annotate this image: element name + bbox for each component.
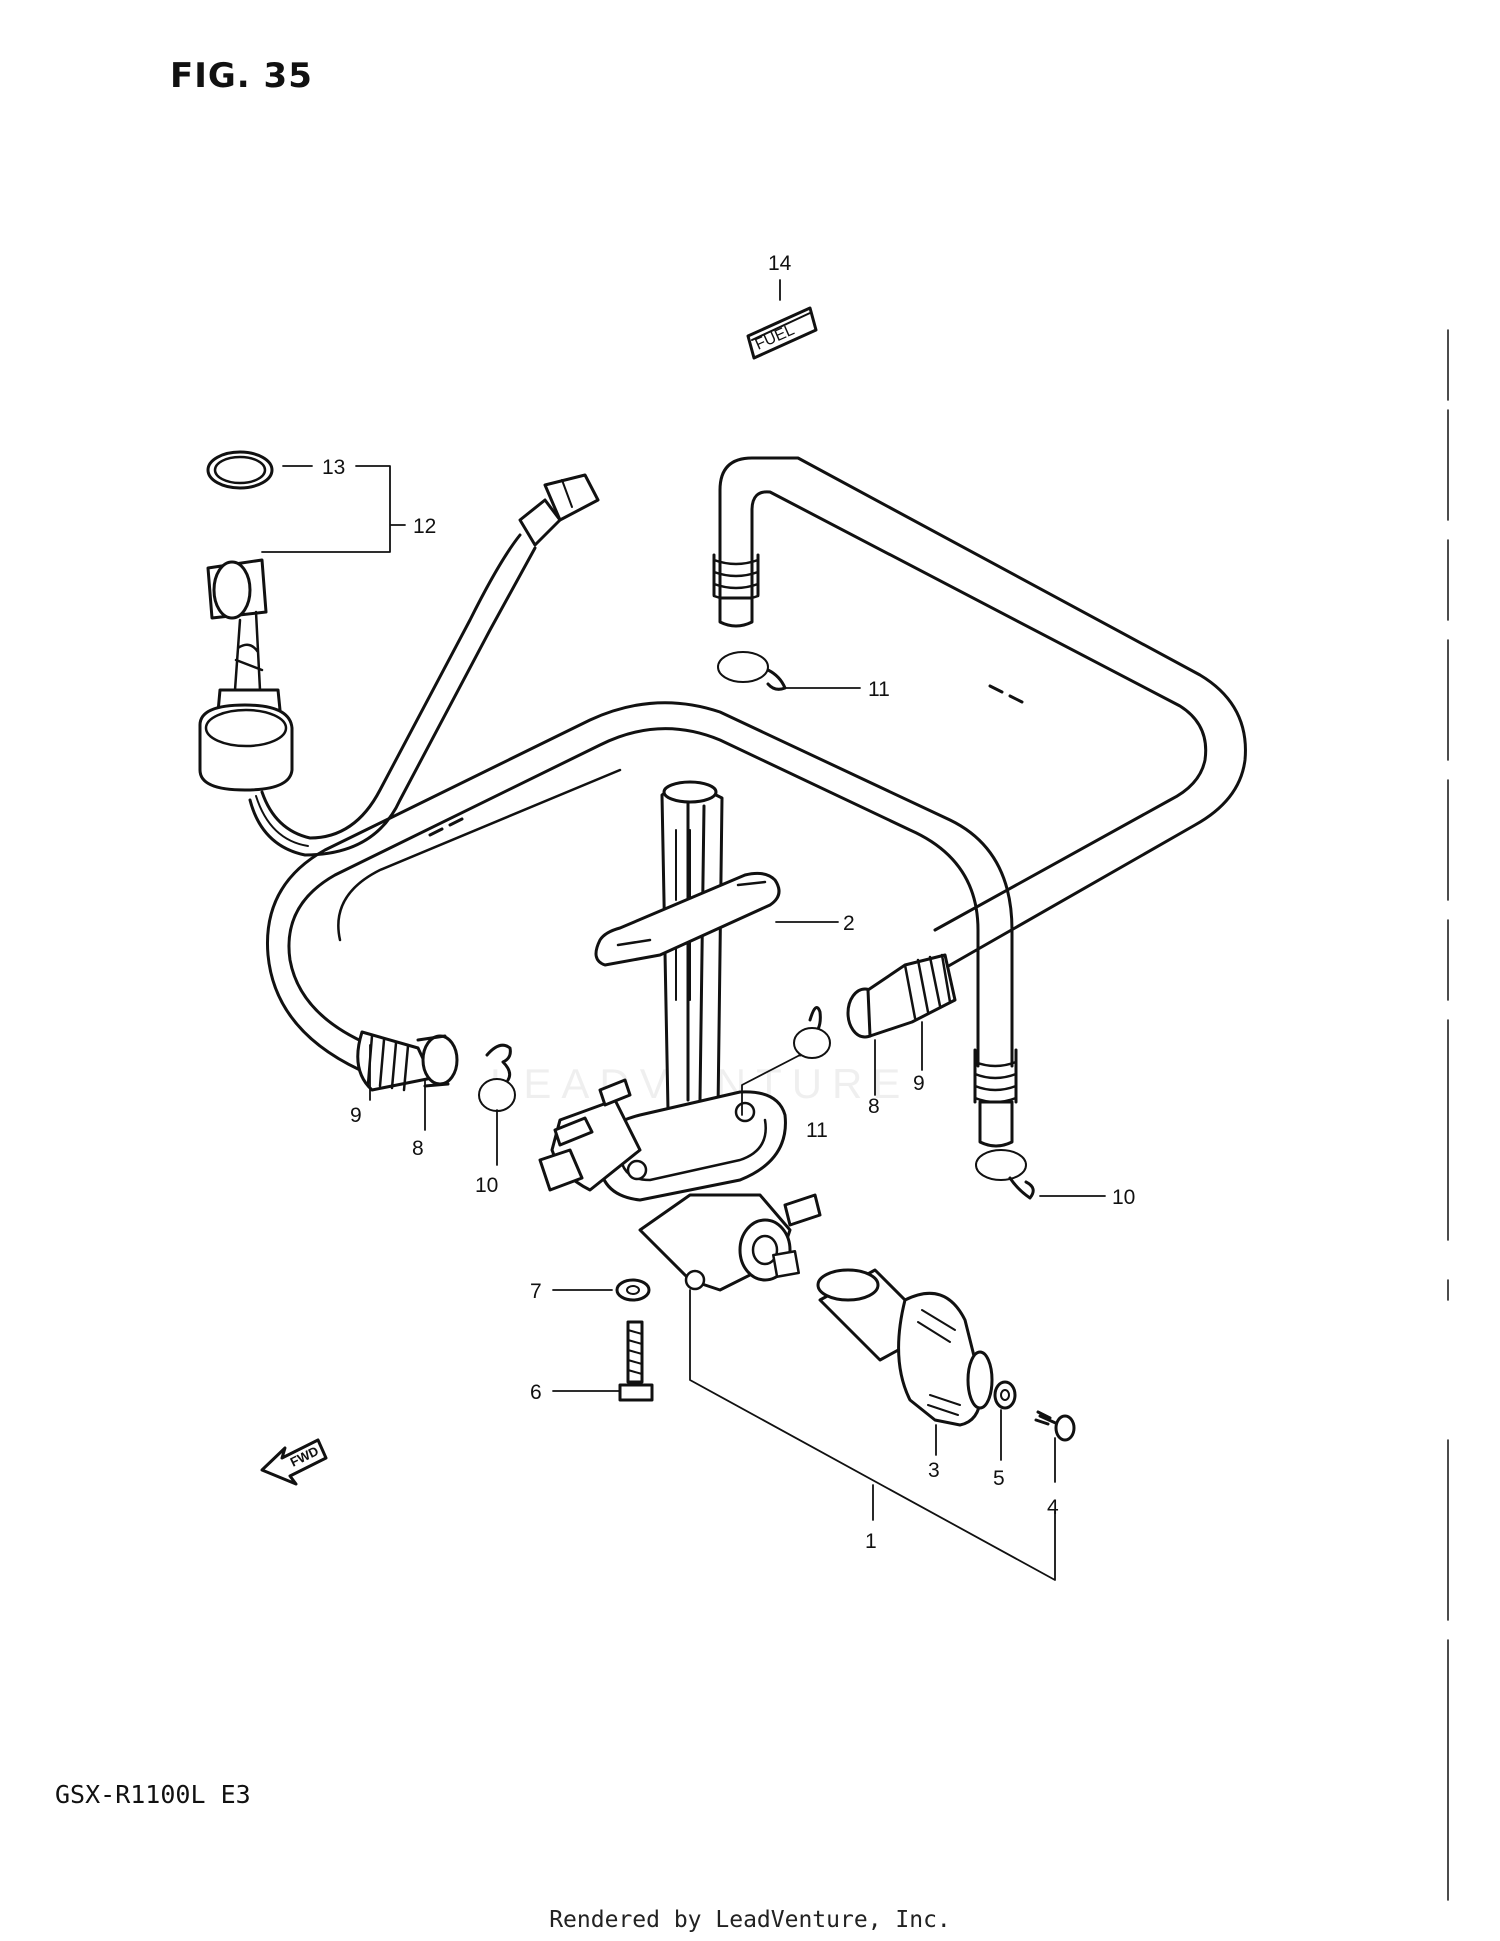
callout-3: 3 <box>928 1459 940 1482</box>
hose-top-end <box>712 553 760 628</box>
callout-6: 6 <box>530 1381 542 1404</box>
callout-5: 5 <box>993 1467 1005 1490</box>
callout-14: 14 <box>768 252 792 275</box>
screw-4 <box>1034 1410 1076 1442</box>
washer-5 <box>993 1380 1017 1410</box>
callout-10-left: 10 <box>475 1174 498 1197</box>
hose-end-right <box>846 953 957 1039</box>
callout-8-left: 8 <box>412 1137 424 1160</box>
clip-center <box>793 1006 831 1059</box>
fuel-cock-lever <box>816 1268 994 1427</box>
leader-lines <box>261 279 1106 1581</box>
fuel-hose-loop <box>265 456 1247 1072</box>
callout-12: 12 <box>413 515 436 538</box>
footer-credit: Rendered by LeadVenture, Inc. <box>549 1907 951 1933</box>
callout-labels: 14 13 12 11 2 9 8 10 8 9 11 10 7 6 3 5 4… <box>322 252 1135 1553</box>
callout-13: 13 <box>322 456 345 479</box>
fuel-label-decal: FUEL <box>746 306 818 360</box>
hose-right-vertical <box>973 1048 1018 1148</box>
clip-top <box>717 651 787 691</box>
callout-10-right: 10 <box>1112 1186 1135 1209</box>
figure-title: FIG. 35 <box>170 56 313 96</box>
hose-end-left <box>356 1030 459 1092</box>
callout-8-right: 8 <box>868 1095 880 1118</box>
fuel-level-sensor <box>198 450 600 857</box>
callout-11-center: 11 <box>806 1119 828 1142</box>
callout-11-top: 11 <box>868 678 890 701</box>
model-code: GSX-R1100L E3 <box>55 1780 251 1809</box>
callout-1: 1 <box>865 1530 877 1553</box>
bolt-6 <box>618 1320 654 1402</box>
washer-7 <box>615 1278 651 1302</box>
callout-2: 2 <box>843 912 855 935</box>
callout-9-left: 9 <box>350 1104 362 1127</box>
callout-4: 4 <box>1047 1496 1059 1519</box>
fwd-arrow: FWD <box>260 1438 328 1486</box>
clip-left <box>478 1043 516 1112</box>
callout-7: 7 <box>530 1280 542 1303</box>
callout-9-right: 9 <box>913 1072 925 1095</box>
clip-right <box>975 1149 1035 1200</box>
fuel-cock-assembly <box>538 780 822 1292</box>
